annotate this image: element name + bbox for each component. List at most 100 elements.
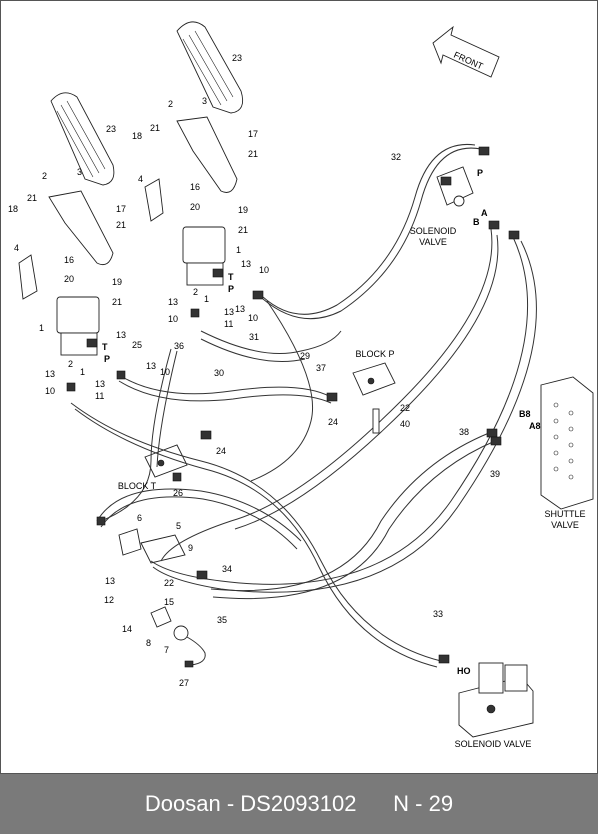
part-num: 13 bbox=[168, 297, 178, 307]
part-num: 9 bbox=[188, 543, 193, 553]
part-num: 8 bbox=[146, 638, 151, 648]
part-num: 21 bbox=[150, 123, 160, 133]
part-num: 32 bbox=[391, 152, 401, 162]
port-label: HO bbox=[457, 666, 471, 676]
port-label: T bbox=[228, 272, 234, 282]
shuttle-valve bbox=[540, 376, 594, 510]
port-label: B8 bbox=[519, 409, 531, 419]
part-num: 36 bbox=[174, 341, 184, 351]
part-num: 16 bbox=[64, 255, 74, 265]
caption: BLOCK T bbox=[118, 481, 157, 491]
part-num: 21 bbox=[112, 297, 122, 307]
part-num: 13 bbox=[241, 259, 251, 269]
solenoid-valve-bottom bbox=[458, 662, 534, 738]
part-num: 40 bbox=[400, 419, 410, 429]
front-arrow: FRONT bbox=[432, 25, 500, 78]
part-num: 24 bbox=[216, 446, 226, 456]
part-num: 13 bbox=[116, 330, 126, 340]
part-num: 18 bbox=[132, 131, 142, 141]
hose-lines bbox=[70, 143, 537, 668]
part-num: 5 bbox=[176, 521, 181, 531]
part-num: 3 bbox=[202, 96, 207, 106]
part-num: 7 bbox=[164, 645, 169, 655]
port-label: A8 bbox=[529, 421, 541, 431]
part-num: 1 bbox=[39, 323, 44, 333]
part-num: 30 bbox=[214, 368, 224, 378]
pedal-pad-right bbox=[176, 21, 244, 193]
part-num: 13 bbox=[224, 307, 234, 317]
part-num: 1 bbox=[80, 367, 85, 377]
part-num: 31 bbox=[249, 332, 259, 342]
port-label: P bbox=[228, 284, 234, 294]
part-num: 24 bbox=[328, 417, 338, 427]
part-num: 21 bbox=[248, 149, 258, 159]
hydraulic-pedal-diagram: FRONT bbox=[8, 21, 594, 749]
part-num: 10 bbox=[168, 314, 178, 324]
caption: VALVE bbox=[419, 237, 447, 247]
part-num: 2 bbox=[193, 287, 198, 297]
bracket-right bbox=[144, 178, 164, 222]
port-label: P bbox=[477, 168, 483, 178]
part-num: 23 bbox=[232, 53, 242, 63]
port-labels: T P T P P A B B8 A8 HO bbox=[102, 168, 541, 676]
part-num: 25 bbox=[132, 340, 142, 350]
part-num: 10 bbox=[259, 265, 269, 275]
port-label: A bbox=[481, 208, 488, 218]
part-num: 22 bbox=[400, 403, 410, 413]
part-num: 12 bbox=[104, 595, 114, 605]
block-p bbox=[352, 362, 396, 396]
part-num: 39 bbox=[490, 469, 500, 479]
part-num: 6 bbox=[137, 513, 142, 523]
part-num: 11 bbox=[95, 391, 104, 401]
part-num: 2 bbox=[68, 359, 73, 369]
part-num: 4 bbox=[138, 174, 143, 184]
pedal-pad-left bbox=[48, 92, 115, 266]
part-num: 37 bbox=[316, 363, 326, 373]
bracket-block bbox=[140, 534, 186, 564]
bracket-left bbox=[18, 254, 38, 300]
solenoid-valve-top bbox=[436, 166, 474, 207]
part-num: 19 bbox=[238, 205, 248, 215]
part-num: 23 bbox=[106, 124, 116, 134]
part-num: 2 bbox=[168, 99, 173, 109]
caption: BLOCK P bbox=[355, 349, 394, 359]
pedal-valve-left bbox=[56, 296, 100, 356]
part-num: 17 bbox=[248, 129, 258, 139]
footer-brand-part: Doosan - DS2093102 bbox=[144, 791, 357, 816]
parts-diagram: FRONT bbox=[0, 0, 598, 774]
part-num: 20 bbox=[190, 202, 200, 212]
part-num: 27 bbox=[179, 678, 189, 688]
part-num: 13 bbox=[105, 576, 115, 586]
part-num: 1 bbox=[204, 294, 209, 304]
part-num: 13 bbox=[235, 304, 245, 314]
part-num: 10 bbox=[160, 367, 170, 377]
part-num: 1 bbox=[236, 245, 241, 255]
caption: SOLENOID bbox=[410, 226, 457, 236]
part-num: 33 bbox=[433, 609, 443, 619]
part-num: 29 bbox=[300, 351, 310, 361]
part-num: 38 bbox=[459, 427, 469, 437]
caption: SOLENOID VALVE bbox=[455, 739, 532, 749]
part-num: 20 bbox=[64, 274, 74, 284]
part-num: 2 bbox=[42, 171, 47, 181]
part-num: 10 bbox=[45, 386, 55, 396]
part-num: 26 bbox=[173, 488, 183, 498]
part-num: 16 bbox=[190, 182, 200, 192]
caption: SHUTTLE bbox=[544, 509, 585, 519]
part-number-labels: 23 23 2 3 21 18 17 21 4 16 20 19 21 1 2 … bbox=[8, 53, 500, 688]
caption: VALVE bbox=[551, 520, 579, 530]
part-num: 4 bbox=[14, 243, 19, 253]
part-num: 22 bbox=[164, 578, 174, 588]
part-num: 15 bbox=[164, 597, 174, 607]
fittings bbox=[66, 146, 520, 664]
switch-block bbox=[118, 528, 142, 556]
part-num: 3 bbox=[77, 167, 82, 177]
part-num: 13 bbox=[95, 379, 105, 389]
pedal-valve-right bbox=[182, 226, 226, 286]
component-captions: SOLENOID VALVE BLOCK P BLOCK T SHUTTLE V… bbox=[118, 226, 586, 749]
block-t bbox=[144, 444, 188, 478]
part-num: 35 bbox=[217, 615, 227, 625]
part-num: 21 bbox=[27, 193, 37, 203]
part-num: 18 bbox=[8, 204, 18, 214]
part-num: 13 bbox=[146, 361, 156, 371]
